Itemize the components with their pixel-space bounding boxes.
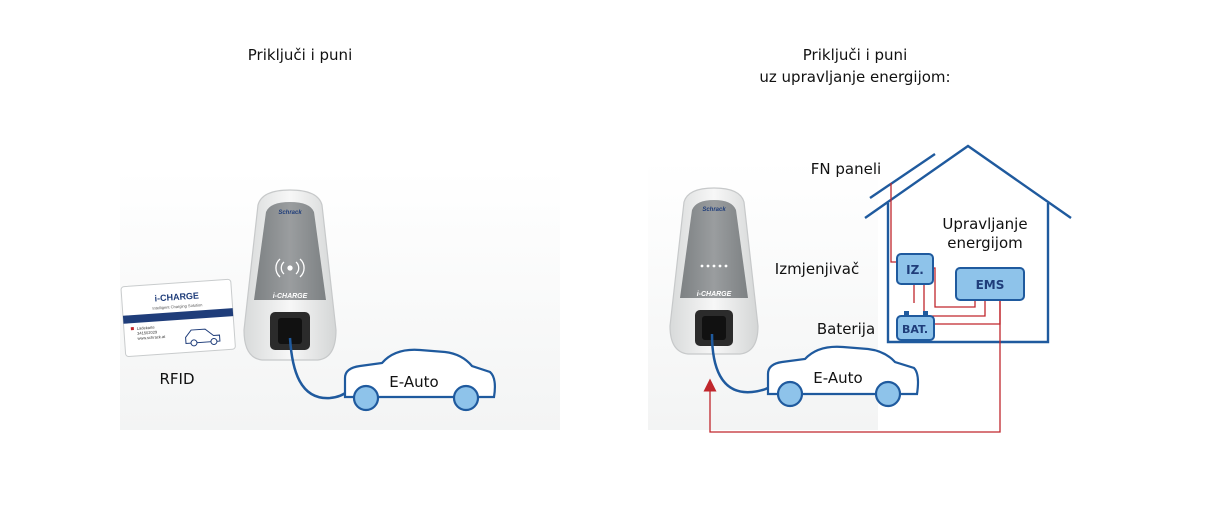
right-car-rear-wheel [874,380,902,408]
ems-title-line1: Upravljanje [942,215,1027,233]
left-car-front-wheel [352,384,380,412]
left-panel-title: Priključi i puni [247,46,353,64]
battery-label: Baterija [817,320,875,338]
ems-box: EMS [955,267,1025,301]
battery-box-label: BAT. [902,323,928,336]
rfid-label: RFID [159,370,194,388]
pv-panel-icon [869,153,936,199]
inverter-box: IZ. [896,253,934,285]
rfid-card-line3: www.schrack.at [137,334,166,341]
right-car-label: E-Auto [813,369,862,387]
right-e-car: E-Auto [766,345,920,408]
left-wallbox-charger: Schrack i-CHARGE [243,189,337,361]
rfid-card: i-CHARGE Intelligent Charging Solution L… [120,278,236,357]
right-charger-logo: Schrack [702,207,726,213]
rfid-card-brand: i-CHARGE [154,290,199,303]
right-charger-label: i-CHARGE [697,291,732,298]
power-lines [703,183,1001,433]
left-car-label: E-Auto [389,373,438,391]
left-charger-logo: Schrack [278,210,302,216]
house-outline [864,144,1072,344]
left-car-rear-wheel [452,384,480,412]
rfid-wave-icon [275,258,305,278]
status-led-icon [700,264,728,268]
inverter-box-label: IZ. [906,263,924,277]
ems-box-label: EMS [976,278,1005,292]
right-wallbox-charger: Schrack i-CHARGE [669,187,759,355]
ems-title-line2: energijom [947,234,1023,252]
rfid-card-tagline: Intelligent Charging Solution [152,302,202,310]
left-charger-label: i-CHARGE [273,293,308,300]
battery-box: BAT. [896,311,935,341]
pv-label: FN paneli [811,160,881,178]
rfid-card-line2: 341502029 [137,329,158,335]
right-panel-title: Priključi i puni uz upravljanje energijo… [759,46,951,86]
right-car-front-wheel [776,380,804,408]
inverter-label: Izmjenjivač [775,260,859,278]
left-e-car: E-Auto [343,348,496,412]
rfid-card-line1: Ladekarte [137,325,156,331]
